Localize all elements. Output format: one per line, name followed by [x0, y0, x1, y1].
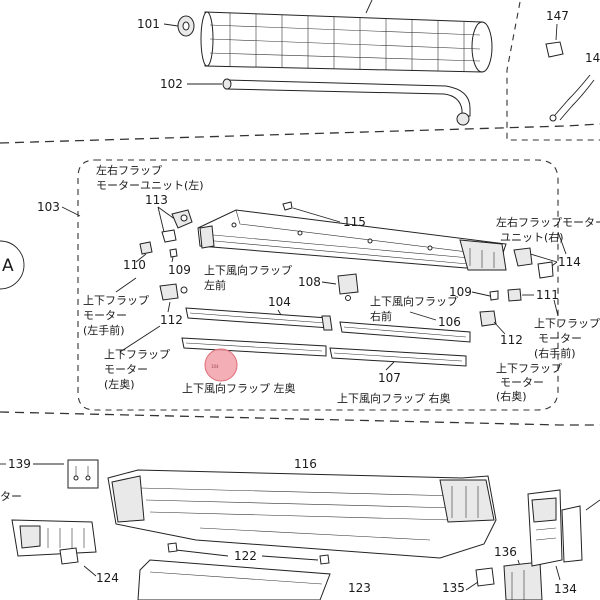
- part-115-screw: [282, 201, 293, 211]
- part-109-screw-right: [489, 290, 499, 301]
- label-ud-motor-left-back-3: (左奥): [104, 377, 135, 391]
- label-ud-flap-right-back: 上下風向フラップ 右奥: [337, 391, 451, 405]
- wire-harness-top-right: [549, 74, 595, 122]
- part-label-112-left: 112: [160, 313, 183, 327]
- label-lr-flap-motor-unit-right-2: ユニット(右): [500, 230, 564, 244]
- label-ud-motor-left-front-1: 上下フラップ: [83, 294, 149, 307]
- part-label-108: 108: [298, 275, 321, 289]
- part-label-106: 106: [438, 315, 461, 329]
- part-label-123: 123: [348, 581, 371, 595]
- part-label-114: 114: [558, 255, 581, 269]
- part-122-screws: [167, 542, 330, 565]
- part-116-chassis: [107, 469, 497, 559]
- vane-frame-assembly: [197, 209, 507, 271]
- part-label-113: 113: [145, 193, 168, 207]
- part-label-135: 135: [442, 581, 465, 595]
- part-107-flap-right-back: [329, 347, 467, 367]
- part-label-104: 104: [268, 295, 291, 309]
- label-ud-motor-right-front-1: 上下フラップ: [534, 317, 600, 330]
- part-113-motor-unit-left: [161, 209, 193, 243]
- part-135-bracket: [475, 567, 495, 587]
- part-139-sensor: [67, 459, 99, 489]
- label-ud-motor-right-back-3: (右奥): [496, 389, 527, 403]
- part-112-motor-back-left: [159, 283, 188, 301]
- label-ud-motor-left-front-3: (左手前): [83, 323, 125, 337]
- part-111-motor-front-right: [507, 288, 522, 302]
- part-147-cap: [545, 41, 564, 58]
- part-label-147: 147: [546, 9, 569, 23]
- reference-circle-a: [0, 240, 25, 290]
- part-101-bearing: [177, 15, 195, 37]
- part-label-111: 111: [536, 288, 559, 302]
- reference-circle-a-label: A: [2, 256, 14, 276]
- part-104-flap-left-front: [185, 307, 333, 331]
- label-ud-motor-right-back-1: 上下フラップ: [496, 362, 562, 375]
- part-label-112-right: 112: [500, 333, 523, 347]
- label-ud-motor-right-front-2: モーター: [538, 332, 582, 345]
- part-label-110: 110: [123, 258, 146, 272]
- label-partial-motor: ター: [0, 490, 22, 503]
- label-ud-motor-right-front-3: (右手前): [534, 346, 576, 360]
- part-134-control-box: [527, 489, 583, 567]
- main-dashed-boundary: [0, 123, 600, 144]
- part-flap-left-back: [181, 337, 327, 357]
- highlight-marker-text: 104: [211, 364, 219, 369]
- part-102-rod: [222, 78, 471, 126]
- part-112-motor-back-right: [479, 310, 497, 327]
- part-108-bracket: [337, 273, 359, 301]
- label-ud-motor-left-front-2: モーター: [83, 309, 127, 322]
- part-label-102: 102: [160, 77, 183, 91]
- part-label-139: 139: [8, 457, 31, 471]
- label-lr-flap-motor-unit-right-1: 左右フラップモーター: [496, 215, 600, 229]
- part-label-136: 136: [494, 545, 517, 559]
- part-label-122: 122: [234, 549, 257, 563]
- part-114-motor-unit-right: [513, 247, 554, 279]
- label-ud-flap-right-front-1: 上下風向フラップ: [370, 294, 458, 308]
- part-label-115: 115: [343, 215, 366, 229]
- label-lr-flap-motor-unit-left-2: モーターユニット(左): [96, 179, 204, 192]
- part-109-screw-left: [169, 248, 178, 258]
- part-label-109-right: 109: [449, 285, 472, 299]
- part-label-116: 116: [294, 457, 317, 471]
- label-ud-motor-left-back-2: モーター: [104, 363, 148, 376]
- part-110-motor-front-left: [139, 241, 153, 255]
- highlight-marker[interactable]: [204, 348, 238, 382]
- flap-group-dashed-boundary: [77, 159, 559, 411]
- top-right-dashed-boundary: [506, 1, 600, 141]
- part-label-134: 134: [554, 582, 577, 596]
- label-lr-flap-motor-unit-left-1: 左右フラップ: [96, 163, 162, 177]
- label-ud-flap-left-front-1: 上下風向フラップ: [204, 263, 292, 277]
- label-ud-motor-right-back-2: モーター: [500, 376, 544, 389]
- part-124-assembly: [11, 519, 97, 565]
- part-106-flap-right-front: [339, 321, 471, 343]
- part-136-holder: [503, 561, 543, 600]
- label-ud-flap-left-front-2: 左前: [204, 278, 226, 292]
- part-label-103: 103: [37, 200, 60, 214]
- part-label-101: 101: [137, 17, 160, 31]
- part-label-107: 107: [378, 371, 401, 385]
- main-dashed-boundary-bottom: [0, 411, 600, 426]
- part-label-109-left: 109: [168, 263, 191, 277]
- label-ud-motor-left-back-1: 上下フラップ: [104, 348, 170, 361]
- part-label-124: 124: [96, 571, 119, 585]
- part-123-drain-pan: [137, 559, 331, 600]
- cross-flow-fan: [200, 11, 493, 73]
- label-ud-flap-right-front-2: 右前: [370, 309, 392, 323]
- label-ud-flap-left-back: 上下風向フラップ 左奥: [182, 381, 296, 395]
- part-label-14x: 14: [585, 51, 600, 65]
